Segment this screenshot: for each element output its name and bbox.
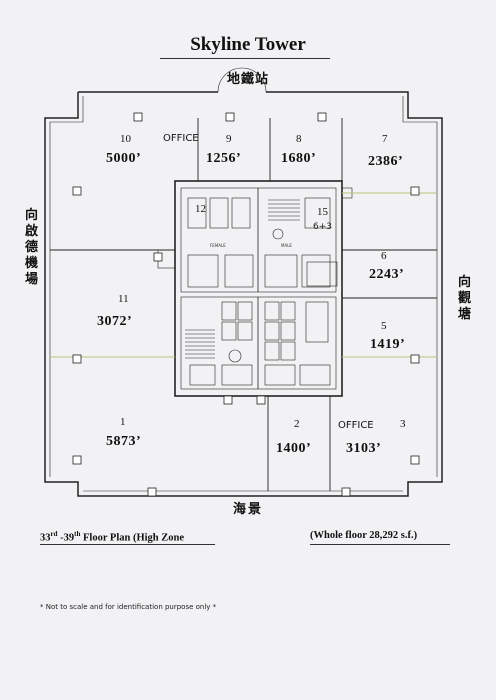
unit-area-11: 3072’ <box>97 314 133 329</box>
female-toilet-label: FEMALE <box>210 243 226 248</box>
caption-sup-rd: rd <box>50 530 58 538</box>
unit-number-1: 1 <box>120 416 126 428</box>
direction-top: 地鐵站 <box>226 72 269 87</box>
floor-plan-caption: 33rd -39th Floor Plan (High Zone <box>40 530 184 544</box>
unit-number-15: 15 <box>317 206 328 218</box>
unit-number-10: 10 <box>120 133 131 145</box>
unit-number-11: 11 <box>118 293 129 305</box>
partition-walls <box>50 118 437 491</box>
unit-area-5: 1419’ <box>370 337 406 352</box>
unit-number-7: 7 <box>382 133 388 145</box>
male-toilet-label: MALE <box>281 243 292 248</box>
caption-floor-start: 33 <box>40 532 51 544</box>
unit-number-12: 12 <box>195 203 206 215</box>
door-swings <box>217 67 267 93</box>
caption-floor-suffix: Floor Plan (High Zone <box>80 532 185 544</box>
unit-area-1: 5873’ <box>106 434 142 449</box>
unit-number-8: 8 <box>296 133 302 145</box>
caption-sup-th: th <box>74 530 81 538</box>
unit-area-8: 1680’ <box>281 151 317 166</box>
direction-left: 向啟德機場 <box>25 208 39 287</box>
unit-area-10: 5000’ <box>106 151 142 166</box>
columns <box>72 112 420 497</box>
unit-area-7: 2386’ <box>368 154 404 169</box>
page-title: Skyline Tower <box>190 34 306 55</box>
whole-floor-caption: (Whole floor 28,292 s.f.) <box>310 530 418 541</box>
direction-right: 向觀塘 <box>458 275 472 322</box>
unit-number-6: 6 <box>381 250 387 262</box>
unit-number-9: 9 <box>226 133 232 145</box>
unit-area-2: 1400’ <box>276 441 312 456</box>
disclaimer-note: * Not to scale and for identification pu… <box>40 603 217 611</box>
caption-floor-mid: -39 <box>57 532 75 544</box>
caption-underline-right <box>310 544 450 545</box>
direction-bottom: 海景 <box>232 502 263 517</box>
unit-area-3: 3103’ <box>346 441 382 456</box>
caption-underline-left <box>40 544 215 545</box>
office-label-bottom: OFFICE <box>338 420 374 431</box>
accent-dividers <box>50 192 437 358</box>
office-label-top: OFFICE <box>163 133 199 144</box>
title-underline <box>160 58 330 59</box>
unit-number-3: 3 <box>400 418 406 430</box>
unit-area-6: 2243’ <box>369 267 405 282</box>
handwritten-note: 6+3 <box>313 222 332 232</box>
unit-number-5: 5 <box>381 320 387 332</box>
outer-wall <box>44 91 443 497</box>
unit-area-9: 1256’ <box>206 151 242 166</box>
unit-number-2: 2 <box>294 418 300 430</box>
